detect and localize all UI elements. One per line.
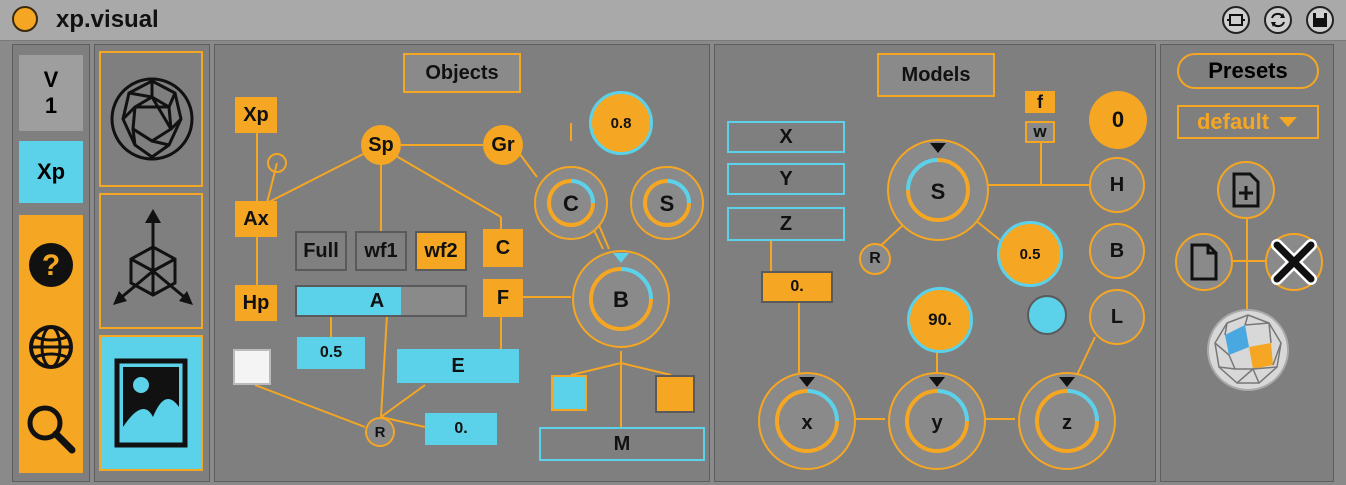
dial-x-label: x <box>801 412 812 434</box>
model-z-input[interactable]: Z <box>727 207 845 241</box>
version-letter: V <box>43 67 59 92</box>
dial-z-label: z <box>1062 412 1072 434</box>
image-icon <box>114 358 188 448</box>
version-button[interactable]: V 1 <box>19 55 83 131</box>
search-icon[interactable] <box>25 403 77 455</box>
freeze-icon <box>1227 14 1245 26</box>
node-xp[interactable]: Xp <box>235 97 277 133</box>
document-icon <box>1190 243 1218 281</box>
power-button[interactable] <box>12 6 38 32</box>
presets-panel: Presets default <box>1160 44 1334 482</box>
model-number-90[interactable]: 90. <box>907 287 973 353</box>
number-a-value[interactable]: 0.5 <box>297 337 365 369</box>
model-zero-number[interactable]: 0 <box>1089 91 1147 149</box>
color-swatch-cyan[interactable] <box>551 375 587 411</box>
slider-e[interactable]: E <box>397 349 519 383</box>
slider-a[interactable]: A <box>295 285 467 317</box>
dial-b-label: B <box>613 287 629 312</box>
dial-model-s-label: S <box>931 179 946 204</box>
models-panel: Models X Y Z 0. f w 0 S H B L R 0.5 90. … <box>714 44 1156 482</box>
mode-wf1-button[interactable]: wf1 <box>355 231 407 271</box>
number-0-8[interactable]: 0.8 <box>589 91 653 155</box>
freeze-button[interactable] <box>1222 6 1250 34</box>
objects-panel: Objects Xp Ax Hp Sp Gr Full wf1 wf2 C F … <box>214 44 710 482</box>
model-number-box[interactable]: 0. <box>761 271 833 303</box>
slider-a-label: A <box>369 289 385 312</box>
node-gr[interactable]: Gr <box>483 125 523 165</box>
new-preset-icon <box>1232 172 1260 208</box>
presets-patch-cords <box>1233 207 1269 309</box>
model-number-0-5[interactable]: 0.5 <box>997 221 1063 287</box>
dial-x[interactable]: x <box>755 369 859 473</box>
number-e-value[interactable]: 0. <box>425 413 497 445</box>
left-sidebar: V 1 Xp ? <box>12 44 90 482</box>
node-hp[interactable]: Hp <box>235 285 277 321</box>
presets-button[interactable]: Presets <box>1177 53 1319 89</box>
node-ax[interactable]: Ax <box>235 201 277 237</box>
mode-image-button[interactable] <box>99 335 203 471</box>
color-swatch-orange[interactable] <box>655 375 695 413</box>
toggle-f[interactable]: f <box>1025 91 1055 113</box>
node-c-box[interactable]: C <box>483 229 523 267</box>
device-title: xp.visual <box>56 6 159 33</box>
globe-icon[interactable] <box>27 323 75 371</box>
node-m[interactable]: M <box>539 427 705 461</box>
dial-y[interactable]: y <box>885 369 989 473</box>
color-swatch-white[interactable] <box>233 349 271 385</box>
model-led[interactable] <box>1027 295 1067 335</box>
new-preset-button[interactable] <box>1217 161 1275 219</box>
preset-selected: default <box>1196 109 1270 134</box>
node-f-box[interactable]: F <box>483 279 523 317</box>
svg-text:?: ? <box>42 249 60 282</box>
dial-b[interactable]: B <box>569 247 673 351</box>
save-button[interactable] <box>1306 6 1334 34</box>
objects-header: Objects <box>403 53 521 93</box>
model-r-button[interactable]: R <box>859 243 891 275</box>
delete-preset-button[interactable] <box>1265 233 1323 291</box>
version-number: 1 <box>44 93 58 118</box>
save-icon <box>1313 13 1327 27</box>
chevron-down-icon <box>1279 117 1298 127</box>
models-header: Models <box>877 53 995 97</box>
dial-s-label: S <box>660 191 675 216</box>
delete-icon <box>1271 239 1317 285</box>
preset-sphere-icon <box>1207 309 1289 391</box>
objects-patch-cords <box>254 123 672 429</box>
tool-group: ? <box>19 215 83 473</box>
title-bar: xp.visual <box>0 0 1346 41</box>
model-y-input[interactable]: Y <box>727 163 845 195</box>
dial-s[interactable]: S <box>627 163 707 243</box>
axis-cube-icon <box>113 209 193 305</box>
mode-full-button[interactable]: Full <box>295 231 347 271</box>
mode-sphere-button[interactable] <box>99 51 203 187</box>
hot-swap-button[interactable] <box>1264 6 1292 34</box>
dial-model-s[interactable]: S <box>885 137 991 243</box>
geodesic-sphere-icon <box>110 77 194 161</box>
mode-wf2-button[interactable]: wf2 <box>415 231 467 271</box>
dial-c-label: C <box>563 191 579 216</box>
toggle-w[interactable]: w <box>1025 121 1055 143</box>
dial-y-label: y <box>931 412 943 434</box>
help-icon[interactable]: ? <box>27 241 75 289</box>
load-preset-button[interactable] <box>1175 233 1233 291</box>
swap-icon <box>1271 12 1285 28</box>
mode-axis-button[interactable] <box>99 193 203 329</box>
xp-toggle[interactable]: Xp <box>19 141 83 203</box>
model-l-button[interactable]: L <box>1089 289 1145 345</box>
dial-z[interactable]: z <box>1015 369 1119 473</box>
model-x-input[interactable]: X <box>727 121 845 153</box>
preset-dropdown[interactable]: default <box>1177 105 1319 139</box>
dial-c[interactable]: C <box>531 163 611 243</box>
mode-column <box>94 44 210 482</box>
node-sp[interactable]: Sp <box>361 125 401 165</box>
reset-r-button[interactable]: R <box>365 417 395 447</box>
model-h-button[interactable]: H <box>1089 157 1145 213</box>
slider-a-fill <box>297 287 401 315</box>
model-b-button[interactable]: B <box>1089 223 1145 279</box>
